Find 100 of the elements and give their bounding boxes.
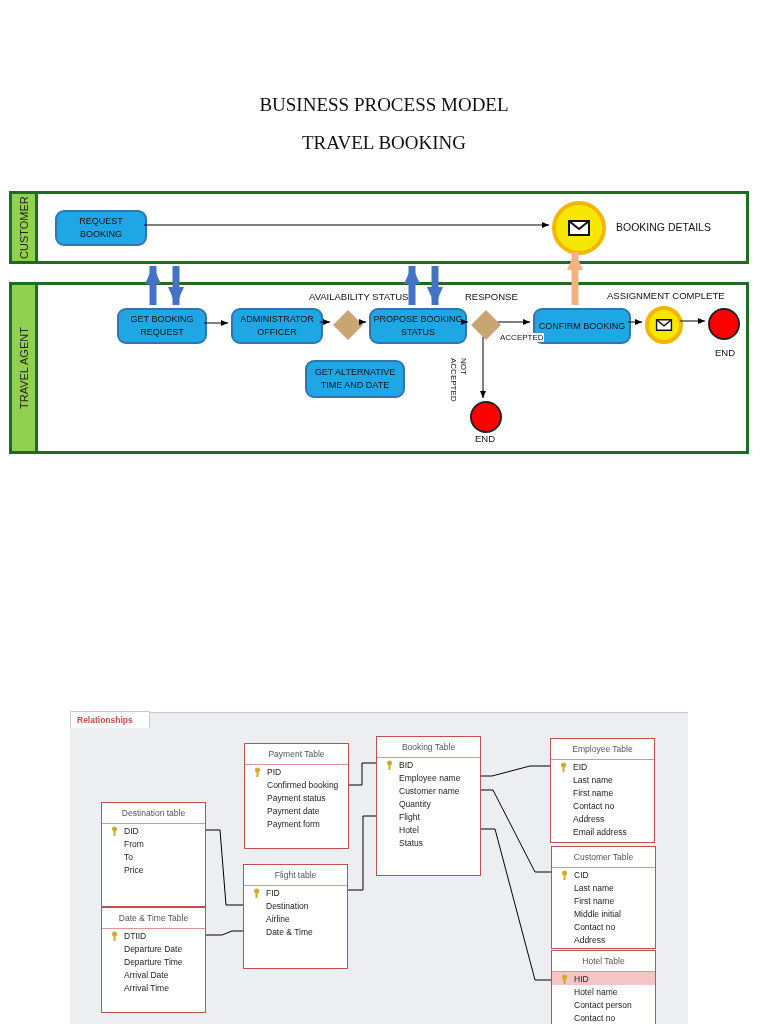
field-name: Employee name [399,772,461,783]
field-name: Airline [266,913,290,924]
block-arrow [168,266,184,305]
relationship-line [480,765,551,777]
table-title: Customer Table [552,847,655,868]
field-name: HID [574,973,589,984]
event-label: END [475,433,496,444]
relationship-line [480,828,552,981]
table-card [101,802,206,907]
table-card [244,743,349,849]
arrow [319,319,331,325]
message-event-circle [645,306,683,344]
table-card [551,950,656,1024]
field-name: BID [399,759,414,770]
field-name: Hotel [399,824,419,835]
block-arrow [567,252,583,305]
field-name: Contact no [573,800,615,811]
field-name: Address [573,813,605,824]
edge-label: ACCEPTED [500,333,544,342]
field-name: Address [574,934,606,945]
title: BUSINESS PROCESS MODEL TRAVEL BOOKING [258,93,510,155]
block-arrow [427,266,443,305]
relationship-line [347,815,377,891]
field-name: Contact person [574,999,632,1010]
arrow [143,222,550,228]
field-name: Flight [399,811,420,822]
field-name: Price [124,864,144,875]
event-label: RESPONSE [465,291,518,302]
table-card [243,864,348,969]
lane-label: TRAVEL AGENT [12,285,38,451]
field-name: DID [124,825,139,836]
block-arrow [145,266,161,305]
swimlane [9,282,749,454]
field-name: Arrival Date [124,969,169,980]
field-name: Status [399,837,424,848]
field-name: Contact no [574,1012,616,1023]
gateway-diamond [333,310,363,340]
window-tab: Relationships [70,711,150,728]
table-title: Payment Table [245,744,348,765]
field-name: Destination [266,900,309,911]
field-name: Arrival Time [124,982,169,993]
table-title: Employee Table [551,739,654,760]
field-name: Email address [573,826,627,837]
field-name: Last name [574,882,614,893]
end-event-circle [470,401,502,433]
field-name: Payment date [267,805,320,816]
field-name: First name [574,895,615,906]
task-box [231,308,323,344]
gateway-diamond [471,310,501,340]
task-box [305,360,405,398]
table-card [376,736,481,876]
task-text: PROPOSE BOOKING STATUS [373,313,463,339]
table-card [101,907,206,1013]
arrow [497,319,531,325]
table-card [550,738,655,843]
event-label: BOOKING DETAILS [616,221,711,233]
arrow [359,319,367,325]
event-label: AVAILABILITY STATUS [309,291,409,302]
field-name: CID [574,869,589,880]
field-name: From [124,838,144,849]
table-title: Booking Table [377,737,480,758]
table-card [551,846,656,949]
task-text: CONFIRM BOOKING [538,319,626,333]
relationship-line [205,829,244,906]
arrow [203,320,229,326]
field-name: First name [573,787,614,798]
arrow [627,319,643,325]
task-box [117,308,207,344]
arrow [461,319,469,325]
message-event-circle [552,201,606,255]
table-title: Date & Time Table [102,908,205,929]
field-name: Payment status [267,792,326,803]
arrow [480,336,486,399]
table-title: Destination table [102,803,205,824]
swimlane [9,191,749,264]
field-name: Customer name [399,785,460,796]
field-name: Departure Time [124,956,183,967]
task-text: ADMINISTRATOR OFFICER [239,313,315,339]
field-name: Contact no [574,921,616,932]
field-name: To [124,851,133,862]
relationships-window [70,712,688,1024]
field-name: DTIID [124,930,147,941]
field-name: Payment form [267,818,320,829]
field-name: Hotel name [574,986,618,997]
field-name: Date & Time [266,926,313,937]
relationship-line [205,930,244,936]
field-name: FID [266,887,280,898]
task-text: REQUEST BOOKING [78,215,124,241]
edge-label: NOT ACCEPTED [448,358,468,402]
relationship-line [348,762,377,786]
field-name: PID [267,766,282,777]
block-arrow [404,266,420,305]
relationship-line [480,789,552,873]
event-label: ASSIGNMENT COMPLETE [607,290,725,301]
field-name: EID [573,761,588,772]
arrow [679,318,706,324]
lane-label: CUSTOMER [12,194,38,261]
table-title: Flight table [244,865,347,886]
end-event-circle [708,308,740,340]
field-name: Middle initial [574,908,621,919]
